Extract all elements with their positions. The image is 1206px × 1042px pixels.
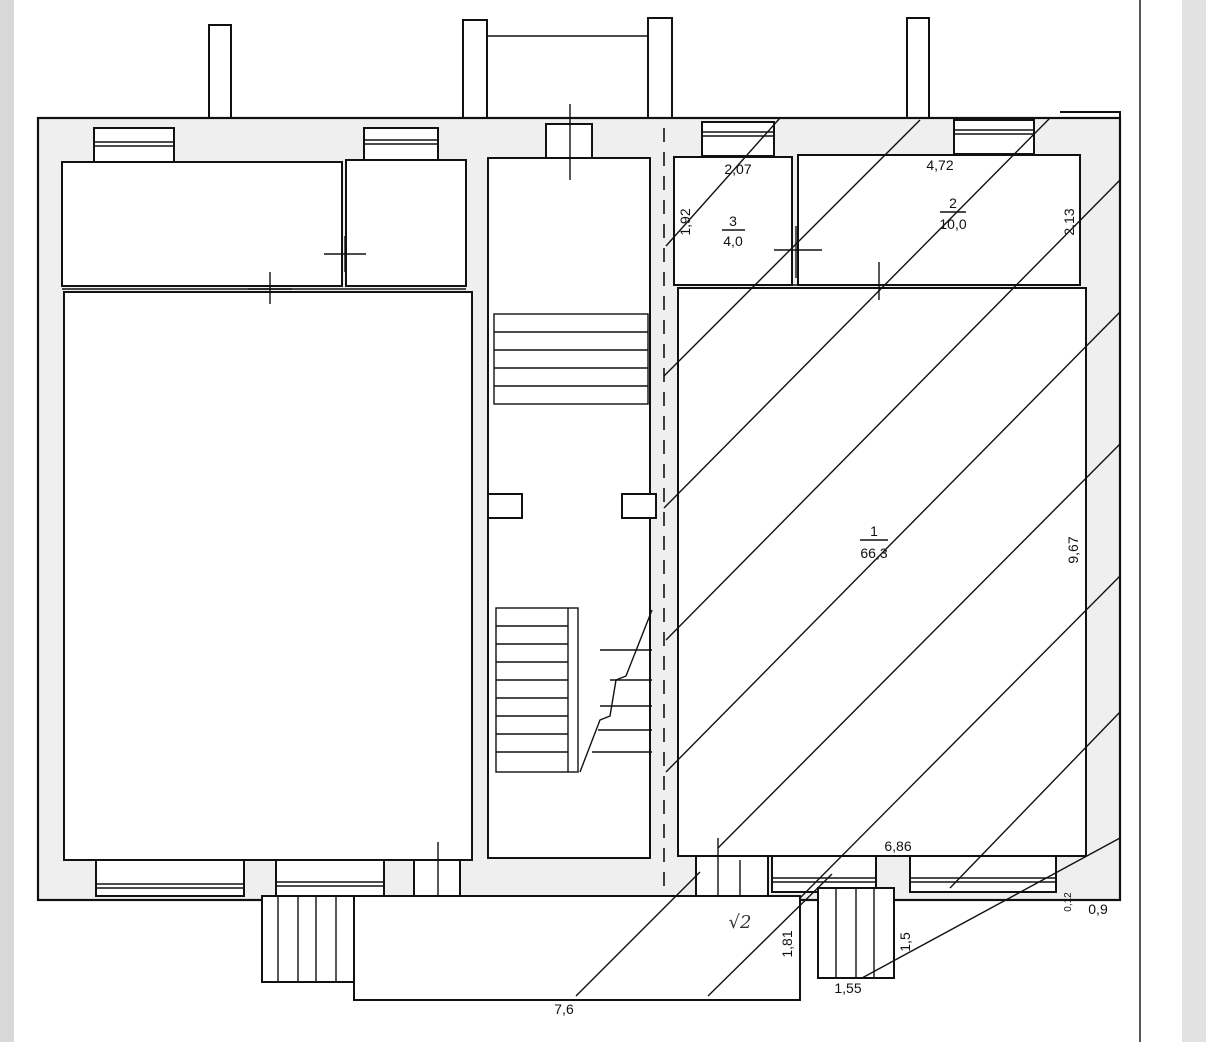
- room-label-2: 2 10,0: [939, 195, 966, 232]
- dimension-7-6: 7,6: [554, 1001, 574, 1017]
- dimension-0-12: 0,12: [1063, 892, 1074, 912]
- dimension-9-67: 9,67: [1065, 536, 1081, 563]
- entrance-steps: [261, 887, 895, 1001]
- room-number-3: 3: [729, 213, 737, 229]
- dimension-4-72: 4,72: [926, 157, 953, 173]
- dimension-1-5: 1,5: [897, 932, 913, 952]
- room-label-1: 1 66,3: [860, 523, 888, 561]
- dimension-2-13: 2,13: [1061, 208, 1077, 235]
- windows: [93, 119, 1057, 897]
- room-area-1: 66,3: [860, 545, 887, 561]
- room-number-1: 1: [870, 523, 878, 539]
- dimension-1-92: 1,92: [677, 208, 693, 235]
- dimension-0-9: 0,9: [1088, 901, 1108, 917]
- dimension-2-07: 2,07: [724, 161, 751, 177]
- dimension-6-86: 6,86: [884, 838, 911, 854]
- room-area-2: 10,0: [939, 216, 966, 232]
- dimension-1-55: 1,55: [834, 980, 861, 996]
- scan-left-edge: [0, 0, 14, 1042]
- room-number-2: 2: [949, 195, 957, 211]
- handwritten-note: √2: [729, 912, 752, 933]
- room-area-3: 4,0: [723, 233, 743, 249]
- stairs: [487, 313, 657, 773]
- roof-stubs: [208, 17, 930, 129]
- scan-right-edge: [1182, 0, 1206, 1042]
- room-label-3: 3 4,0: [722, 213, 745, 249]
- area-hatching: [575, 117, 1121, 997]
- dimension-labels: 2,07 4,72 1,92 2,13 9,67 6,86 0,12 0,9 1…: [554, 157, 1108, 1017]
- interior-rooms: [61, 154, 1087, 861]
- dimension-1-81: 1,81: [779, 930, 795, 957]
